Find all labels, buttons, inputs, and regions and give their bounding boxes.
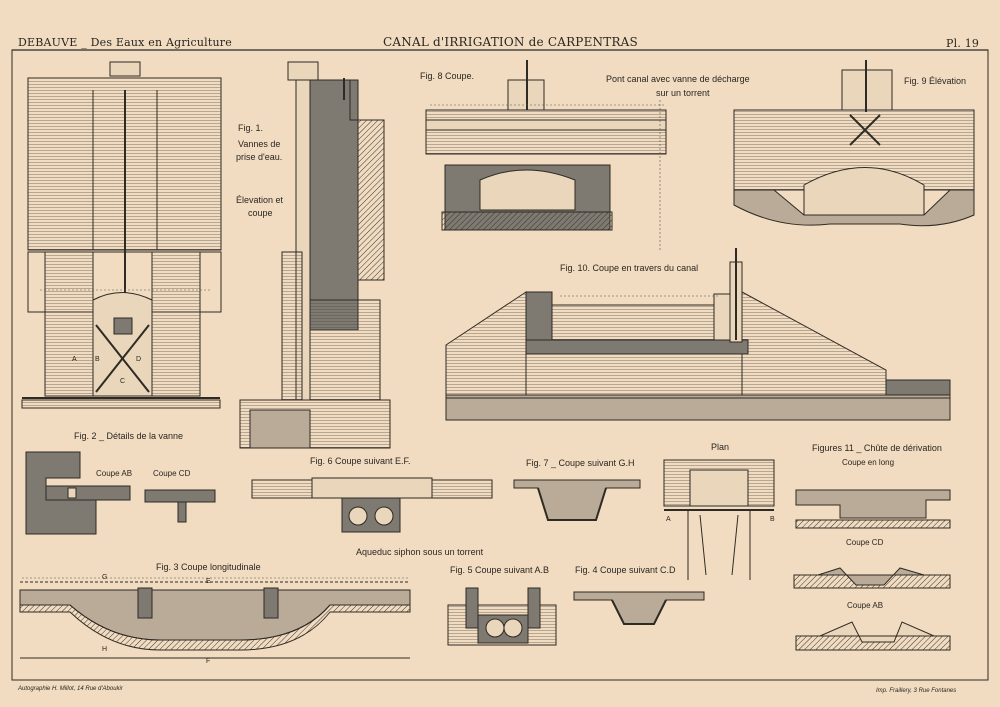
fig9-elevation bbox=[733, 60, 975, 227]
fig4-section bbox=[573, 591, 705, 625]
fig11-chute bbox=[793, 489, 951, 651]
fig8-section bbox=[425, 60, 667, 231]
fig11-coupe-cd: Coupe CD bbox=[846, 538, 884, 547]
dimension-lines bbox=[22, 100, 720, 579]
letter-e: E bbox=[206, 578, 211, 585]
letter-d: D bbox=[136, 356, 142, 363]
fig9-label: Fig. 9 Élévation bbox=[904, 76, 967, 86]
fig1-label-line2: Vannes de bbox=[238, 139, 281, 149]
letter-a: A bbox=[72, 356, 77, 363]
header-author: DEBAUVE _ Des Eaux en Agriculture bbox=[18, 36, 232, 49]
letter-c: C bbox=[120, 378, 126, 385]
header-plate-number: Pl. 19 bbox=[946, 37, 980, 50]
fig1-label-line4: Élevation et bbox=[236, 195, 284, 205]
fig2-coupe-ab: Coupe AB bbox=[96, 469, 133, 478]
pont-canal-label-line2: sur un torrent bbox=[656, 88, 710, 98]
fig11-coupe-ab: Coupe AB bbox=[847, 601, 884, 610]
fig2-label: Fig. 2 _ Détails de la vanne bbox=[74, 431, 184, 441]
footer-lithographer: Autographie H. Millot, 14 Rue d'Aboukir bbox=[18, 686, 123, 692]
fig1-label-line3: prise d'eau. bbox=[236, 152, 283, 162]
plan-letter-b: B bbox=[770, 516, 775, 523]
pont-canal-label: Pont canal avec vanne de décharge bbox=[606, 74, 750, 84]
letter-b: B bbox=[95, 356, 100, 363]
plan-view bbox=[663, 459, 775, 580]
header-title: CANAL d'IRRIGATION de CARPENTRAS bbox=[383, 35, 638, 49]
fig7-section bbox=[513, 479, 641, 521]
fig11-label: Figures 11 _ Chûte de dérivation bbox=[812, 443, 942, 453]
letter-h: H bbox=[102, 646, 108, 653]
fig5-label: Fig. 5 Coupe suivant A.B bbox=[450, 565, 550, 575]
fig6-siphon bbox=[251, 477, 493, 533]
footer-printer: Imp. Fraillery, 3 Rue Fontanes bbox=[876, 688, 957, 694]
fig10-label: Fig. 10. Coupe en travers du canal bbox=[560, 263, 699, 273]
fig11-coupe-long: Coupe en long bbox=[842, 458, 895, 467]
plan-label: Plan bbox=[711, 442, 730, 452]
fig10-cross-section bbox=[445, 248, 951, 421]
fig3-longitudinal bbox=[19, 581, 411, 659]
fig4-label: Fig. 4 Coupe suivant C.D bbox=[575, 565, 676, 575]
fig1-section bbox=[239, 61, 391, 449]
fig1-label: Fig. 1. bbox=[238, 123, 264, 133]
fig1-elevation bbox=[21, 61, 222, 409]
fig5-section bbox=[447, 587, 557, 646]
fig6-subtitle: Aqueduc siphon sous un torrent bbox=[356, 547, 484, 557]
fig7-label: Fig. 7 _ Coupe suivant G.H bbox=[526, 458, 635, 468]
fig6-label: Fig. 6 Coupe suivant E.F. bbox=[310, 456, 411, 466]
fig1-label-line5: coupe bbox=[248, 208, 273, 218]
letter-g: G bbox=[102, 574, 108, 581]
fig2-details bbox=[25, 451, 216, 535]
fig2-coupe-cd: Coupe CD bbox=[153, 469, 191, 478]
fig3-label: Fig. 3 Coupe longitudinale bbox=[156, 562, 261, 572]
plan-letter-a: A bbox=[666, 516, 671, 523]
letter-f: F bbox=[206, 658, 211, 665]
fig8-label: Fig. 8 Coupe. bbox=[420, 71, 475, 81]
